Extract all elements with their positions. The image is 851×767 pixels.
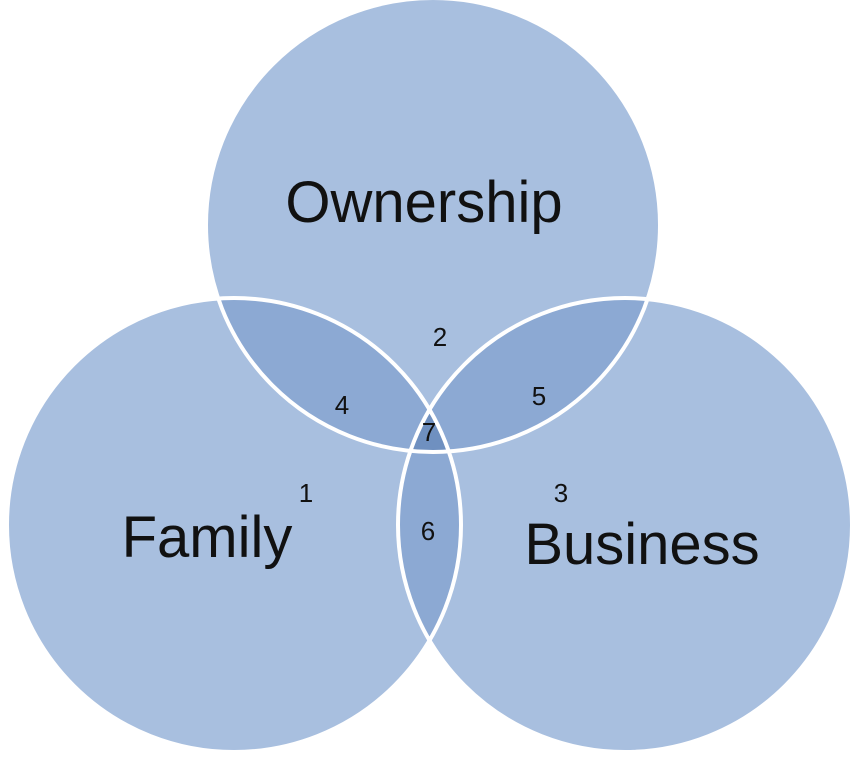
region-number-1: 1 <box>299 478 313 508</box>
ownership-business-overlap <box>398 298 660 452</box>
ownership-label: Ownership <box>285 170 562 235</box>
region-number-2: 2 <box>433 322 447 352</box>
ownership-outline <box>204 0 662 454</box>
family-ownership-overlap <box>206 298 461 452</box>
region-number-4: 4 <box>335 390 349 420</box>
region-number-5: 5 <box>532 381 546 411</box>
family-label: Family <box>122 505 293 570</box>
business-outline <box>396 296 851 754</box>
region-number-6: 6 <box>421 516 435 546</box>
region-number-7: 7 <box>422 417 436 447</box>
region-number-3: 3 <box>554 478 568 508</box>
business-label: Business <box>524 512 759 577</box>
family-outline <box>5 296 463 754</box>
